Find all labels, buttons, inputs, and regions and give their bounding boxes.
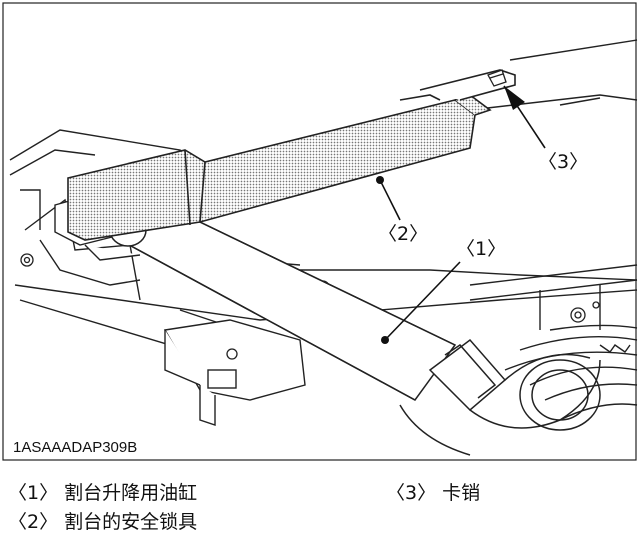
callout-3: 〈3〉 [538, 151, 588, 173]
callout-2: 〈2〉 [378, 223, 428, 245]
arrow-head-icon [504, 86, 525, 110]
header-frame-right [469, 264, 638, 421]
figure-code: 1ASAAADAP309B [13, 439, 137, 456]
leader-dots [376, 176, 389, 344]
legend-item-3: 〈3〉 卡销 [386, 482, 481, 504]
legend-item-1: 〈1〉 割台升降用油缸 [8, 482, 198, 504]
lower-bracket [163, 319, 306, 426]
callout-1: 〈1〉 [456, 238, 506, 260]
lock-pin [487, 69, 507, 87]
legend-item-2: 〈2〉 割台的安全锁具 [8, 511, 198, 533]
figure-border [2, 2, 637, 461]
safety-lock-bar [67, 69, 516, 241]
